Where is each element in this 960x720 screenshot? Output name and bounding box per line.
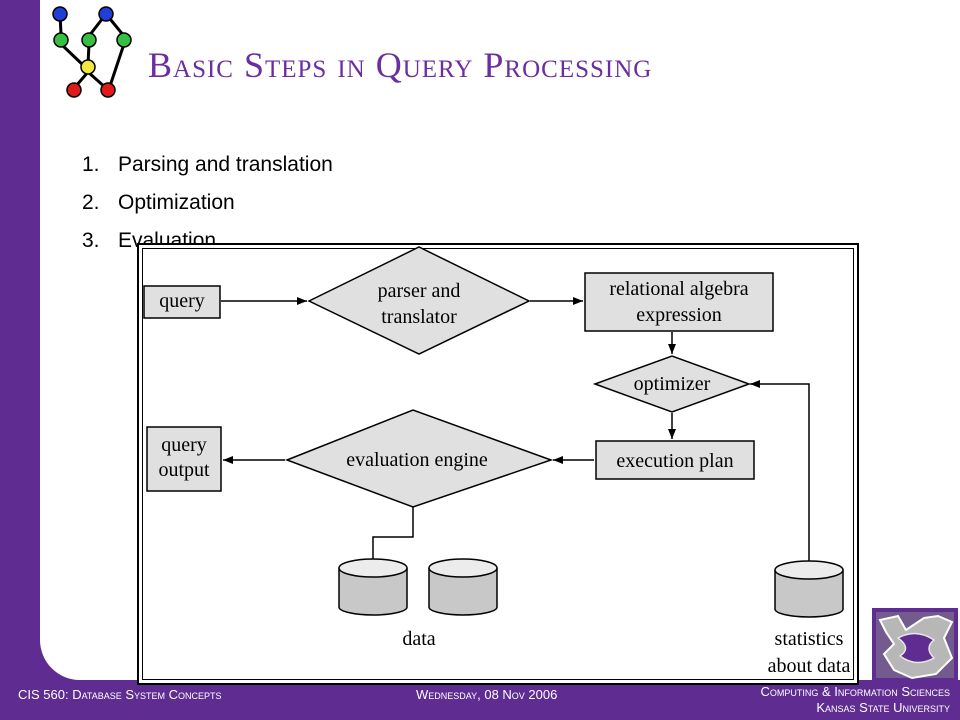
relational-algebra-line1: relational algebra xyxy=(609,278,748,300)
relational-algebra-box xyxy=(584,272,774,332)
step-item: 1. Parsing and translation xyxy=(82,150,333,188)
footer-dept-line1: Computing & Information Sciences xyxy=(760,684,950,699)
parser-label-line2: translator xyxy=(381,306,457,328)
statistics-cylinder-icon xyxy=(774,560,844,618)
step-number: 2. xyxy=(82,191,100,214)
evaluation-engine-label: evaluation engine xyxy=(346,449,488,471)
kstate-wildcat-logo xyxy=(872,608,958,682)
footer-dept-line2: Kansas State University xyxy=(816,700,950,715)
footer-date: Wednesday, 08 Nov 2006 xyxy=(416,687,558,702)
connector-engine-to-data xyxy=(372,505,414,559)
parser-diamond xyxy=(307,246,531,355)
data-label: data xyxy=(402,628,435,650)
execution-plan-label: execution plan xyxy=(616,450,733,472)
query-label: query xyxy=(159,290,205,312)
execution-plan-box xyxy=(595,440,755,480)
footer-department: Computing & Information Sciences Kansas … xyxy=(760,684,950,716)
query-processing-diagram: query parser and translator relational a… xyxy=(143,246,851,677)
data-cylinder-icon xyxy=(428,558,498,616)
kdd-graph-logo xyxy=(52,6,132,98)
evaluation-engine-diamond xyxy=(284,409,554,508)
query-output-box xyxy=(146,426,222,492)
optimizer-diamond xyxy=(592,355,752,413)
steps-list: 1. Parsing and translation 2. Optimization… xyxy=(82,150,333,264)
step-label: Optimization xyxy=(118,191,235,214)
step-number: 3. xyxy=(82,229,100,252)
statistics-label-line2: about data xyxy=(768,655,851,677)
query-box xyxy=(143,285,221,319)
data-cylinder-icon xyxy=(338,558,408,616)
optimizer-label: optimizer xyxy=(634,373,711,395)
slide-title: Basic Steps in Query Processing xyxy=(148,45,653,85)
arrow-stats-to-optimizer xyxy=(750,380,810,561)
step-item: 2. Optimization xyxy=(82,188,333,226)
query-output-line1: query xyxy=(161,434,207,456)
step-label: Parsing and translation xyxy=(118,153,333,176)
relational-algebra-line2: expression xyxy=(636,304,722,326)
parser-label-line1: parser and xyxy=(378,280,461,302)
step-number: 1. xyxy=(82,153,100,176)
footer-course: CIS 560: Database System Concepts xyxy=(18,687,222,702)
query-output-line2: output xyxy=(158,459,210,481)
statistics-label-line1: statistics xyxy=(775,628,844,650)
